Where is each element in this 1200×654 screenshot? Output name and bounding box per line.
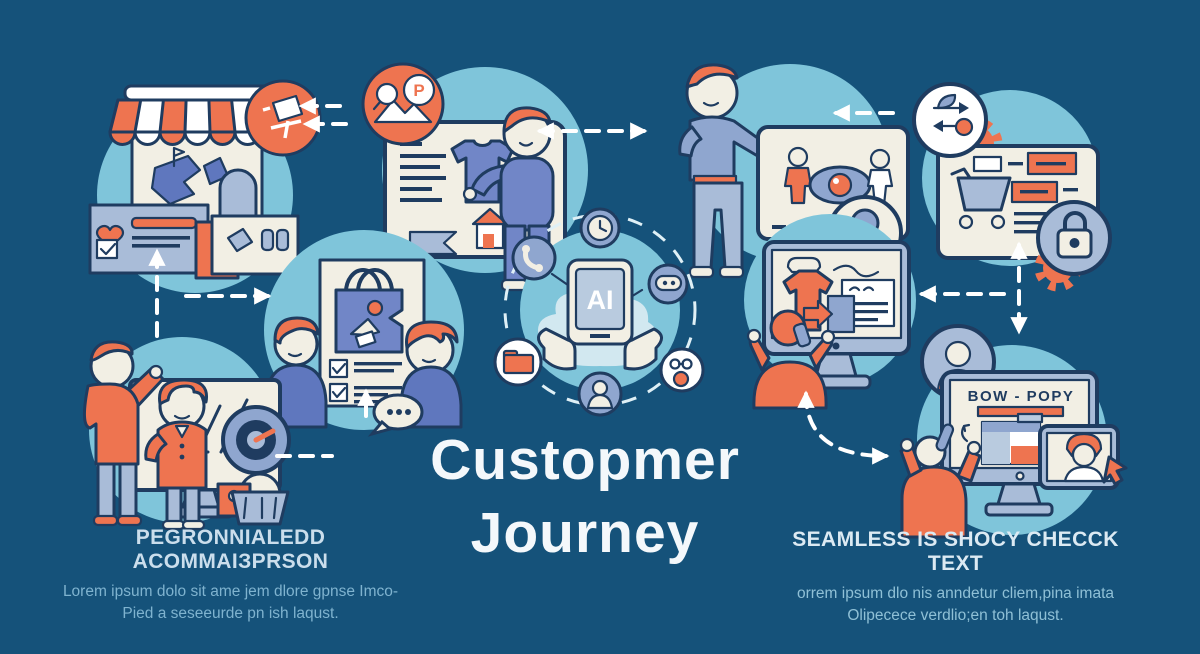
video-call-screen [1038, 424, 1128, 490]
review-card [88, 203, 210, 275]
checklist-icon [328, 358, 402, 404]
user-icon [577, 371, 623, 417]
shopping-cart-icon [950, 167, 1012, 230]
compare-arrows-badge [912, 82, 988, 158]
gauge-icon [221, 405, 291, 475]
customer-on-phone [746, 309, 836, 410]
caption-left-body: Lorem ipsum dolo sit ame jem dlore gpnse… [62, 583, 399, 622]
scene-ai-hub: AI [493, 207, 705, 417]
presenter-person [678, 63, 772, 279]
screen-sign-label: BOW - POPY [968, 388, 1075, 405]
pushpin-icon [262, 94, 304, 139]
p-badge-label: P [413, 81, 424, 100]
title-line-2: Journey [470, 501, 700, 565]
hands [537, 327, 663, 371]
clock-icon [579, 207, 621, 249]
phone-icon [511, 235, 557, 281]
celebrating-customer [899, 423, 982, 539]
lock-icon [1056, 211, 1093, 259]
scene-purchase [70, 328, 300, 531]
checkbox-icon [95, 238, 119, 260]
caption-right-body: orrem ipsum dlo nis anndetur cliem,pina … [796, 585, 1115, 624]
caption-left: PEGRONNIALEDD ACOMMAIЗPRSON Lorem ipsum … [38, 526, 423, 625]
scene-secure-checkout [908, 78, 1128, 293]
pushpin-badge [244, 79, 322, 157]
folder-icon [493, 337, 543, 387]
caption-left-heading: PEGRONNIALEDD ACOMMAIЗPRSON [132, 526, 329, 573]
title-line-1: Custopmer [430, 428, 740, 492]
sales-person [83, 340, 165, 527]
face-icon [659, 347, 705, 393]
caption-right-heading: SEAMLESS IS SHOCY CHECCK TEXT [792, 528, 1119, 575]
scene-support [742, 212, 927, 410]
scene-loyalty: BOW - POPY [899, 324, 1140, 545]
security-lock-badge [1034, 200, 1112, 292]
customer-person [144, 378, 209, 531]
arrow-right-icon [802, 299, 834, 329]
hair [502, 106, 552, 134]
chat-icon [647, 263, 689, 305]
search-icon [375, 82, 399, 106]
ticket-icon [226, 227, 254, 253]
caption-right: SEAMLESS IS SHOCY CHECCK TEXT orrem ipsu… [768, 528, 1143, 627]
product-shape [218, 168, 258, 224]
shopping-bag-icon [334, 268, 404, 354]
ai-tablet: AI [566, 258, 634, 346]
scene-engagement [650, 35, 920, 290]
page-title: Custopmer Journey [330, 424, 840, 570]
speech-bubble-icon [367, 393, 424, 437]
thumb-cursor-icon [1102, 455, 1128, 486]
leaf-icon [936, 93, 957, 110]
image-search-badge: P [361, 62, 445, 146]
tshirt-icon [450, 139, 515, 204]
scene-product-browse: P [355, 42, 615, 302]
audience-figure-orange [783, 146, 813, 205]
audience-figure-outline [866, 148, 894, 207]
ai-label: AI [587, 285, 614, 315]
shopping-basket [216, 472, 290, 526]
counter-panel [194, 214, 300, 280]
scene-storefront [70, 70, 322, 320]
scene-consideration [258, 222, 473, 437]
